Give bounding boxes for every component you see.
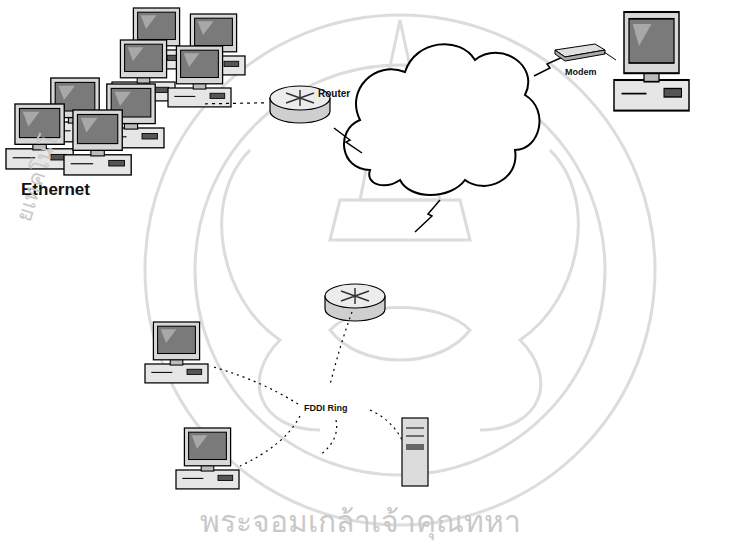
ring-node: FDDI Ring (298, 400, 370, 418)
node-label: FDDI Ring (304, 403, 348, 413)
network-link (205, 103, 268, 104)
router-node: Router (268, 78, 360, 126)
watermark-seal (145, 15, 655, 525)
modem-icon (555, 44, 616, 61)
fddi-ring-lines (210, 312, 402, 466)
wan-link (334, 56, 565, 232)
router-icon (325, 284, 385, 321)
watermark-text: พระจอมเกล้าเจ้าคุณทหา (200, 498, 521, 541)
network-cloud (344, 44, 539, 195)
fddi-computers (145, 322, 239, 489)
remote-computer (614, 12, 689, 111)
node-label: Router (318, 88, 350, 99)
node-label: Modem (565, 67, 597, 77)
modem-node: Modem (552, 40, 610, 80)
server-icon (402, 418, 428, 486)
